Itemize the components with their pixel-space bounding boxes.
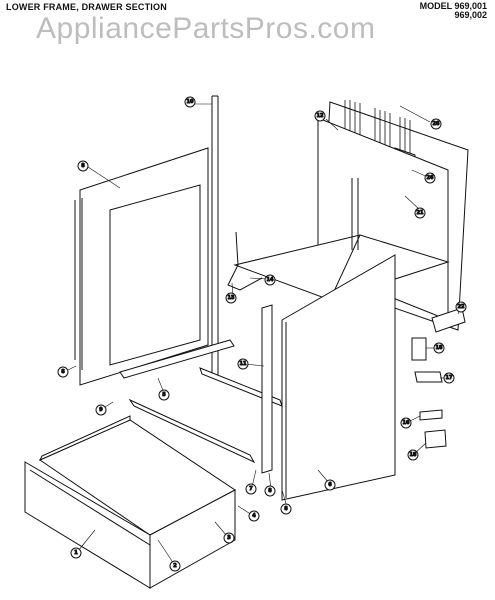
svg-text:3: 3: [227, 535, 231, 541]
svg-text:11: 11: [240, 361, 247, 367]
callout-7: 7: [245, 483, 257, 495]
svg-text:1: 1: [74, 550, 78, 556]
svg-text:5: 5: [162, 392, 166, 398]
svg-text:8: 8: [268, 488, 272, 494]
callout-21: 21: [414, 207, 426, 219]
callout-9: 9: [95, 404, 107, 416]
callout-11: 11: [237, 358, 249, 370]
wiring-bracket: [227, 231, 263, 291]
svg-text:14: 14: [267, 277, 274, 283]
callout-12: 12: [314, 110, 326, 122]
callout-16: 16: [400, 417, 412, 429]
svg-text:26: 26: [427, 175, 434, 181]
callout-17: 17: [443, 372, 455, 384]
callout-labels: 8 10 12 28 26 21 14 13 22 18 17 11 5 9 8…: [57, 96, 467, 572]
svg-text:12: 12: [317, 113, 324, 119]
callout-26: 26: [424, 172, 436, 184]
callout-8-lower: 8: [280, 503, 292, 515]
callout-8-bottom: 8: [264, 485, 276, 497]
callout-6: 6: [324, 479, 336, 491]
callout-8-top: 8: [77, 160, 89, 172]
svg-text:21: 21: [417, 210, 424, 216]
callout-14: 14: [264, 274, 276, 286]
callout-5: 5: [158, 389, 170, 401]
svg-text:8: 8: [61, 369, 65, 375]
svg-text:7: 7: [249, 486, 253, 492]
leader-lines: [65, 103, 462, 565]
callout-22: 22: [455, 301, 467, 313]
svg-text:16: 16: [403, 420, 410, 426]
svg-text:13: 13: [228, 295, 235, 301]
svg-text:6: 6: [328, 482, 332, 488]
callout-19: 18: [433, 342, 445, 354]
callout-8-left: 8: [57, 366, 69, 378]
model-number: MODEL 969,001 969,002: [420, 2, 487, 20]
drawer-assembly: [24, 415, 236, 589]
side-panel-right: [281, 254, 396, 501]
svg-text:2: 2: [173, 563, 177, 569]
svg-text:18: 18: [436, 345, 443, 351]
callout-3: 3: [223, 532, 235, 544]
svg-text:10: 10: [187, 99, 194, 105]
svg-text:8: 8: [284, 506, 288, 512]
small-parts: [411, 307, 466, 449]
page-header: LOWER FRAME, DRAWER SECTION MODEL 969,00…: [0, 0, 495, 46]
watermark: AppliancePartsPros.com: [36, 12, 376, 45]
svg-text:9: 9: [99, 407, 103, 413]
model-line-1: MODEL 969,001: [419, 1, 487, 11]
svg-text:28: 28: [433, 121, 440, 127]
left-frame: [74, 95, 219, 386]
callout-28: 28: [430, 118, 442, 130]
callout-1: 1: [70, 547, 82, 559]
model-line-2: 969,002: [454, 10, 487, 20]
svg-text:8: 8: [81, 163, 85, 169]
callout-2: 2: [169, 560, 181, 572]
callout-4: 4: [248, 510, 260, 522]
front-post: [261, 304, 273, 474]
svg-text:17: 17: [446, 375, 453, 381]
svg-text:4: 4: [252, 513, 256, 519]
svg-text:18: 18: [410, 452, 417, 458]
section-title: LOWER FRAME, DRAWER SECTION: [6, 2, 167, 12]
svg-text:22: 22: [458, 304, 465, 310]
callout-13: 13: [225, 292, 237, 304]
callout-18: 18: [407, 449, 419, 461]
callout-10: 10: [184, 96, 196, 108]
